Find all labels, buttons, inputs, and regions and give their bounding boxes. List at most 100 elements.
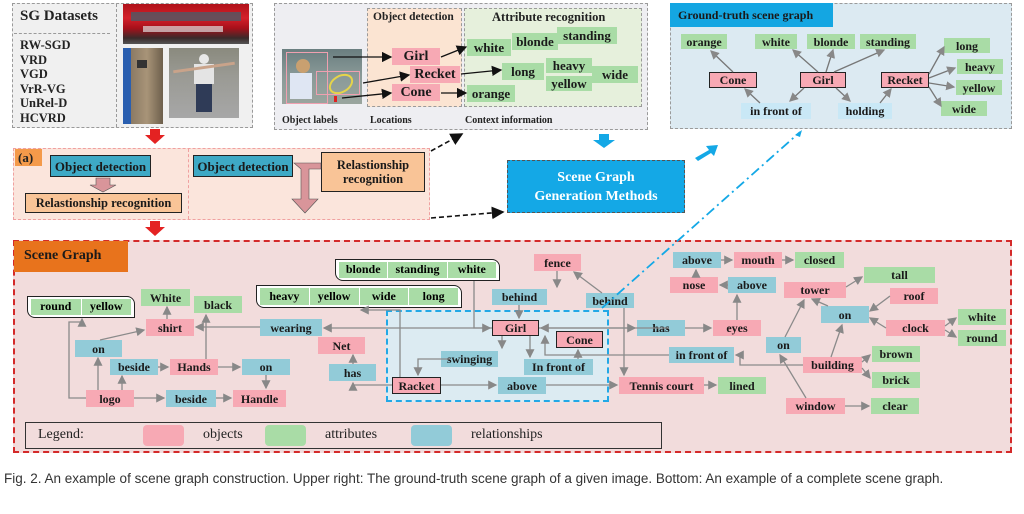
gt-rel-holding: holding [838,103,892,119]
gt-object-girl: Girl [800,72,846,88]
sg-attr-brick: brick [872,372,920,388]
footer-context-information: Context information [465,115,553,126]
sg-obj-girl: Girl [492,320,539,336]
scene-graph-generation-methods: Scene Graph Generation Methods [507,160,685,213]
red-arrow-down-2 [145,221,165,236]
sg-obj-nose: nose [670,277,718,293]
dataset-item: VrR-VG [20,81,66,96]
sg-rel-swinging: swinging [441,351,498,367]
pipeline-attr-standing: standing [557,27,617,44]
gt-attr-orange: orange [681,34,727,49]
sg-obj-fence: fence [534,254,581,271]
sg-obj-roof: roof [890,288,938,304]
methods-line-2: Generation Methods [534,189,658,204]
footer-locations: Locations [370,115,412,126]
datasets-title: SG Datasets [20,8,98,24]
sg-rel-above-3: above [673,252,721,268]
attr-group-racket: heavy yellow wide long [256,285,462,308]
pipeline-attr-heavy: heavy [546,58,592,73]
sg-obj-handle: Handle [233,390,286,407]
sg-rel-in-front-of-2: in front of [669,347,734,363]
attr-wide: wide [359,288,409,305]
pipeline-object-girl: Girl [392,48,440,65]
red-arrow-down-1 [145,129,165,144]
dataset-item: UnRel-D [20,96,68,110]
datasets-list: RW-SGD VRD VGD VrR-VG UnRel-D HCVRD [20,38,71,125]
sg-rel-on-2: on [242,359,290,375]
pipeline-object-recket: Recket [410,66,460,83]
sg-attr-clear: clear [871,398,919,414]
sg-attr-black: black [194,296,242,313]
sg-obj-mouth: mouth [734,252,782,268]
methods-line-1: Scene Graph [557,170,635,185]
sg-obj-window: window [786,398,845,414]
sg-obj-clock: clock [886,320,945,336]
attr-heavy: heavy [260,288,309,305]
blue-arrow-down [593,134,615,148]
scene-graph-panel [13,240,1012,453]
approaches-label: (a) [15,149,42,166]
legend-swatch-objects [143,425,184,446]
datasets-divider [116,4,117,127]
gt-attr-standing: standing [860,34,916,49]
gt-attr-wide: wide [941,101,987,116]
legend-title: Legend: [38,427,84,442]
sg-rel-in-front-of-1: In front of [524,359,593,375]
pipeline-attr-white: white [467,39,511,56]
sg-rel-has-2: has [637,320,685,336]
attr-group-girl: blonde standing white [335,259,500,281]
attr-yellow: yellow [309,288,359,305]
sg-rel-on-4: on [766,337,801,353]
attr-group-round-yellow: round yellow [27,296,135,318]
right-relationship-recognition: Relastionship recognition [321,152,425,192]
ground-truth-title: Ground-truth scene graph [670,3,833,27]
clock-tower-photo [123,48,163,124]
attr-standing: standing [388,262,447,278]
sg-rel-has-1: has [329,364,376,381]
dashed-connectors [430,133,505,220]
footer-object-labels: Object labels [282,115,338,126]
left-relationship-recognition: Relastionship recognition [25,193,182,213]
object-detection-header: Object detection [373,11,454,23]
sg-obj-tower: tower [784,282,846,298]
sg-obj-hands: Hands [170,359,218,375]
legend-swatch-relationships [411,425,452,446]
sg-attr-brown: brown [872,346,920,362]
attribute-recognition-header: Attribute recognition [492,10,606,24]
pipeline-attr-blonde: blonde [512,33,558,50]
gt-rel-in-front-of: in front of [741,103,811,119]
sg-obj-cone: Cone [556,331,603,348]
sg-attr-white-2: white [958,309,1006,325]
legend: Legend: objects attributes relationships [25,422,662,449]
sg-rel-above-1: above [498,377,546,394]
figure-caption: Fig. 2. An example of scene graph constr… [4,471,944,486]
attr-blonde: blonde [339,262,388,278]
girl-tennis-photo [282,49,362,104]
sg-attr-round-2: round [958,330,1006,346]
attr-white: white [447,262,496,278]
right-object-detection: Object detection [193,155,293,177]
sg-rel-beside-2: beside [166,390,216,407]
sg-rel-beside-1: beside [110,359,158,375]
legend-swatch-attributes [265,425,306,446]
approaches-divider [188,149,189,219]
sg-obj-logo: logo [86,390,134,407]
sg-obj-tennis-court: Tennis court [619,377,704,394]
sg-attr-white: White [141,289,190,306]
pipeline-attr-yellow: yellow [546,76,592,91]
scene-graph-title: Scene Graph [14,241,128,272]
gt-attr-heavy: heavy [957,59,1003,74]
dataset-item: RW-SGD [20,38,71,52]
legend-label-attributes: attributes [325,427,378,442]
sg-rel-on-1: on [75,340,122,357]
sg-obj-shirt: shirt [146,319,194,336]
sg-attr-closed: closed [795,252,844,268]
sg-attr-lined: lined [718,377,766,394]
legend-label-objects: objects [203,427,243,442]
attr-round: round [31,299,81,315]
gt-attr-white: white [755,34,797,49]
gt-object-recket: Recket [881,72,929,88]
gt-attr-blonde: blonde [807,34,855,49]
sg-obj-building: building [803,357,862,373]
sg-obj-net: Net [318,337,365,354]
